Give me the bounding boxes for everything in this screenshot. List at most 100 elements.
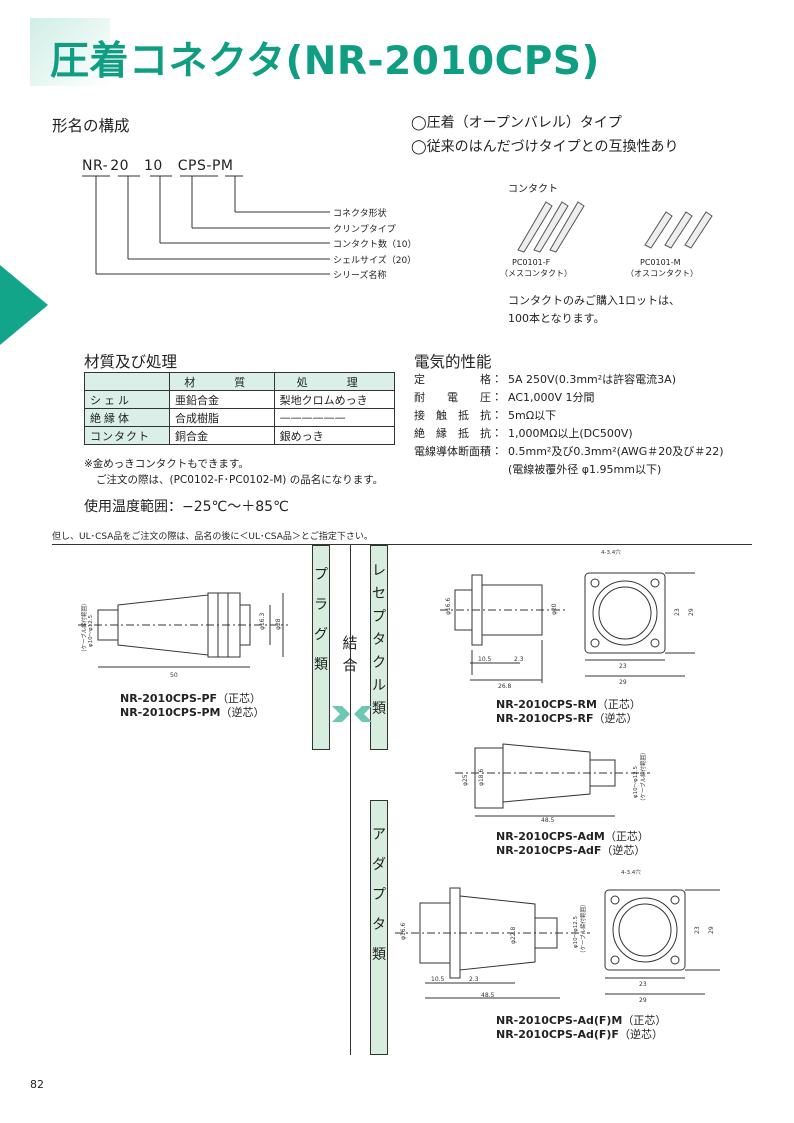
pn-contacts: 10 — [143, 158, 163, 174]
svg-text:48.5: 48.5 — [481, 992, 495, 999]
svg-text:φ22.8: φ22.8 — [510, 927, 517, 945]
header-finish: 処 理 — [273, 372, 396, 391]
contacts-note-1: コンタクトのみご購入1ロットは、 — [508, 294, 680, 307]
receptacle-front-drawing: 4-3.4穴 23 29 23 29 — [584, 548, 695, 686]
plugLbl-char: プ — [314, 567, 328, 583]
recLbl-char: ク — [372, 655, 386, 671]
svg-text:29: 29 — [688, 608, 695, 616]
pn-series: NR — [82, 158, 103, 174]
feature-crimp: ◯圧着（オープンバレル）タイプ — [411, 115, 622, 131]
legend-series: シリーズ名称 — [333, 271, 387, 281]
adapter-drawing: φ25 φ18.6 48.5 φ10〜φ12.5 （ケーブル締付範囲） — [455, 743, 650, 823]
plugLbl-char: 類 — [314, 657, 328, 673]
material-heading: 材質及び処理 — [84, 353, 178, 371]
adapter-label: アダプタ類 — [370, 820, 388, 970]
adLbl-char: ア — [372, 827, 386, 843]
plug-model-a: NR-2010CPS-PF（正芯） — [120, 692, 262, 705]
pn-type: CPS — [177, 158, 207, 174]
receptacle-label: レセプタクル類 — [370, 560, 388, 721]
svg-text:23: 23 — [674, 608, 681, 616]
male-contact-code: PC0101-M — [640, 258, 681, 267]
svg-text:2.3: 2.3 — [469, 976, 479, 983]
pn-dash2: - — [206, 158, 212, 174]
legend-shell: シェルサイズ（20） — [333, 256, 417, 266]
pn-shape: PM — [211, 158, 234, 174]
adLbl-char: プ — [372, 887, 386, 903]
svg-text:φ10〜φ12.5: φ10〜φ12.5 — [573, 915, 579, 948]
plug-cable-dia: φ10〜φ12.5 — [88, 614, 94, 647]
page-title: 圧着コネクタ(NR-2010CPS) — [50, 39, 600, 84]
svg-text:10.5: 10.5 — [478, 656, 492, 663]
receptacle-model-b: NR-2010CPS-RF（逆芯） — [496, 712, 638, 725]
plug-length-dim: 50 — [170, 672, 178, 679]
adapter-model-b: NR-2010CPS-AdF（逆芯） — [496, 844, 646, 857]
electrical-heading: 電気的性能 — [414, 353, 492, 371]
svg-text:φ16.6: φ16.6 — [400, 923, 407, 941]
plugLbl-char: グ — [314, 627, 328, 643]
header-material: 材 質 — [169, 372, 275, 391]
plug-d2-dim: φ28 — [275, 618, 282, 630]
coupling-arrows — [332, 706, 372, 722]
plugLbl-char: ラ — [314, 597, 328, 613]
material-note-2: ご注文の際は、(PC0102-F･PC0102-M) の品名になります。 — [96, 474, 384, 486]
svg-text:48.5: 48.5 — [541, 817, 555, 823]
material-note-1: ※金めっきコンタクトもできます。 — [84, 458, 249, 470]
corner-accent — [0, 265, 48, 345]
svg-text:φ25: φ25 — [462, 774, 469, 786]
pn-dash: - — [102, 158, 109, 174]
plug-model-b: NR-2010CPS-PM（逆芯） — [120, 706, 265, 719]
svg-text:4-3.4穴: 4-3.4穴 — [621, 868, 641, 876]
contacts-note-2: 100本となります。 — [508, 312, 605, 325]
adLbl-char: ダ — [372, 857, 386, 873]
recLbl-char: レ — [372, 563, 386, 579]
material-table: 材 質処 理 シェル亜鉛合金梨地クロムめっき 絶縁体合成樹脂—————— コンタ… — [84, 372, 396, 445]
divider — [52, 544, 752, 545]
recLbl-char: タ — [372, 632, 386, 648]
female-contact-name: （メスコンタクト） — [500, 269, 572, 278]
title-bg-fade — [30, 18, 110, 86]
legend-contacts: コンタクト数（10） — [333, 240, 417, 250]
legend-shape: コネクタ形状 — [333, 209, 387, 219]
table-row: コンタクト銅合金銀めっき — [84, 426, 396, 445]
male-contact-name: （オスコンタクト） — [626, 269, 698, 278]
female-contact-code: PC0101-F — [512, 258, 551, 267]
svg-text:φ16.6: φ16.6 — [445, 598, 452, 616]
svg-text:10.5: 10.5 — [431, 976, 445, 983]
part-number: NR-20 10 CPS-PM — [82, 158, 233, 174]
electrical-table: 定 格：5A 250V(0.3mm²は許容電流3A) 耐 電 圧：AC1,000… — [414, 372, 724, 476]
naming-heading: 形名の構成 — [52, 117, 130, 135]
svg-text:2.3: 2.3 — [514, 656, 524, 663]
plug-drawing: 50 φ16.3 φ28 （ケーブル締付範囲） φ10〜φ12.5 — [78, 592, 288, 679]
recLbl-char: 類 — [372, 701, 386, 717]
coupling-char-1: 結 — [342, 634, 358, 652]
adapter-band — [370, 800, 388, 1055]
plug-band — [312, 545, 330, 750]
temperature-range: 使用温度範囲：−25℃〜＋85℃ — [84, 499, 289, 515]
receptacle-model-a: NR-2010CPS-RM（正芯） — [496, 698, 641, 711]
pn-shell: 20 — [110, 158, 130, 174]
recLbl-char: プ — [372, 609, 386, 625]
svg-text:29: 29 — [708, 926, 715, 934]
page-number: 82 — [30, 1078, 44, 1091]
band-divider — [350, 545, 351, 1055]
svg-text:（ケーブル締付範囲）: （ケーブル締付範囲） — [579, 901, 587, 956]
table-row: シェル亜鉛合金梨地クロムめっき — [84, 390, 396, 409]
adLbl-char: タ — [372, 917, 386, 933]
legend-crimp: クリンプタイプ — [333, 225, 396, 235]
svg-text:23: 23 — [619, 663, 627, 670]
contacts-heading: コンタクト — [508, 184, 558, 195]
plug-d1-dim: φ16.3 — [259, 613, 266, 631]
svg-text:4-3.4穴: 4-3.4穴 — [601, 548, 621, 556]
plug-label: プラグ類 — [312, 560, 330, 680]
ul-note: 但し、UL･CSA品をご注文の際は、品名の後に＜UL･CSA品＞とご指定下さい。 — [52, 532, 373, 542]
svg-text:φ20: φ20 — [551, 603, 558, 615]
svg-text:（ケーブル締付範囲）: （ケーブル締付範囲） — [639, 749, 647, 804]
coupling-char-2: 合 — [342, 656, 358, 674]
svg-text:29: 29 — [619, 679, 627, 686]
receptacle-side-drawing: φ16.6 φ20 10.5 2.3 26.8 — [440, 574, 565, 690]
flange-adapter-model-b: NR-2010CPS-Ad(F)F（逆芯） — [496, 1028, 663, 1041]
svg-text:26.8: 26.8 — [498, 683, 512, 690]
svg-text:23: 23 — [639, 981, 647, 988]
flange-adapter-front-drawing: 4-3.4穴 23 29 23 29 — [604, 868, 720, 1004]
table-row: 絶縁体合成樹脂—————— — [84, 408, 396, 427]
